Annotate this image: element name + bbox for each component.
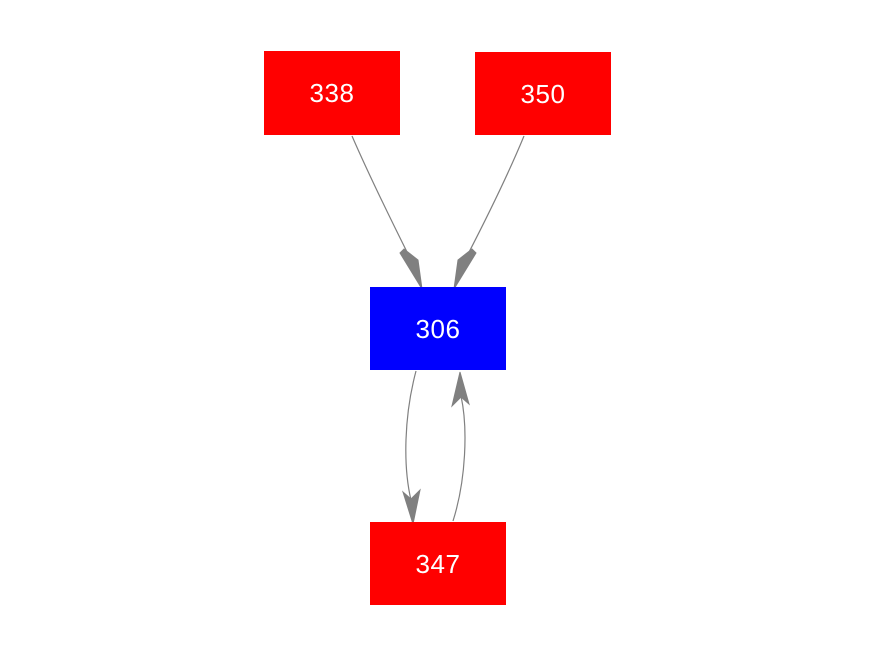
node-label: 338: [309, 78, 355, 108]
graph-node-350[interactable]: 350: [475, 52, 611, 135]
node-label: 350: [520, 78, 566, 109]
arrowhead-icon: [399, 248, 423, 290]
graph-node-306[interactable]: 306: [370, 287, 506, 370]
edge-347-to-306: [451, 371, 470, 522]
arrowhead-icon: [453, 248, 477, 290]
node-label: 306: [415, 313, 461, 344]
arrowhead-icon: [451, 371, 470, 408]
graph-node-338[interactable]: 338: [264, 51, 400, 135]
edge-338-to-306: [351, 135, 423, 290]
node-label: 347: [415, 548, 461, 579]
edge-350-to-306: [453, 135, 525, 290]
arrowhead-icon: [401, 488, 421, 526]
graph-node-347[interactable]: 347: [370, 522, 506, 605]
edge-306-to-347: [401, 370, 421, 526]
